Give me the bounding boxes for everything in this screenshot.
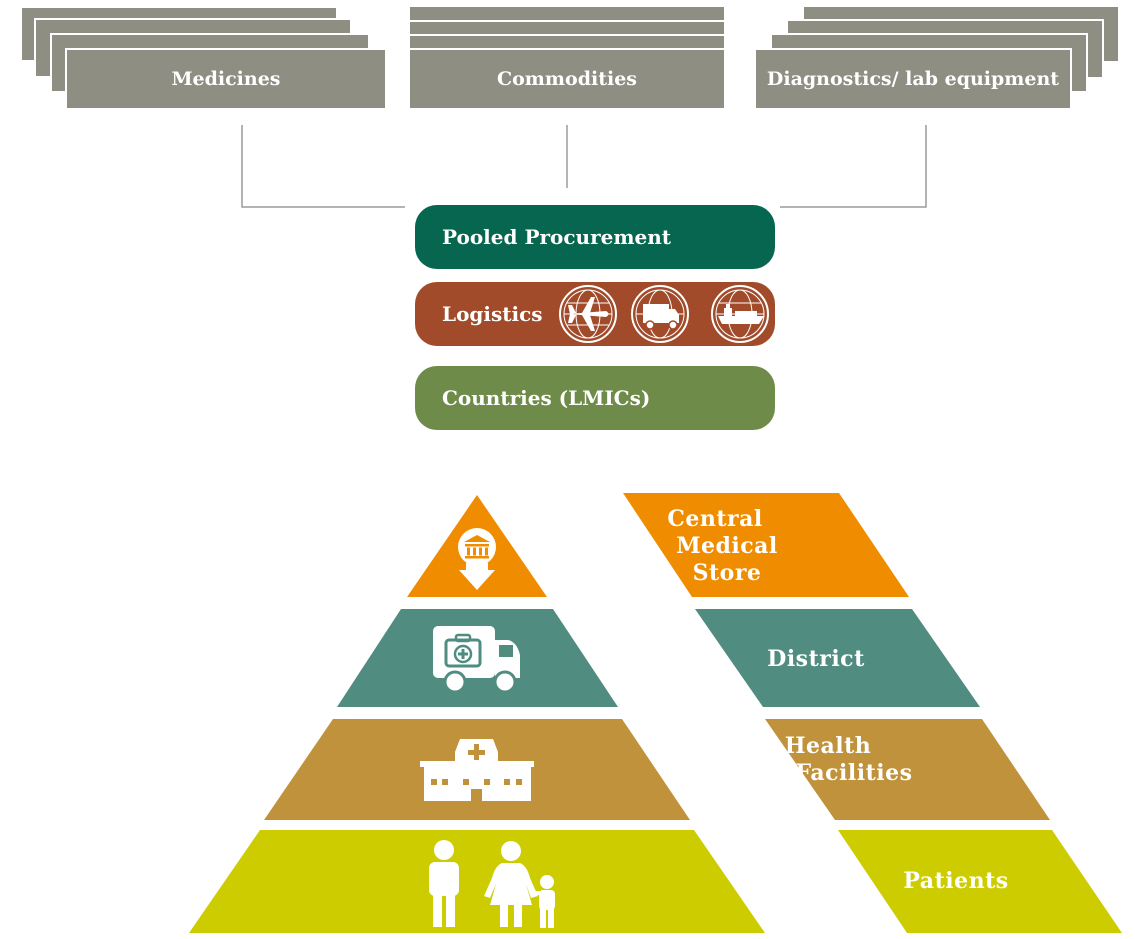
patients-label: Patients	[903, 868, 1009, 894]
pooled-procurement-box: Pooled Procurement	[415, 205, 775, 269]
patients-tier	[189, 830, 765, 933]
diagnostics-label: Diagnostics/ lab equipment	[766, 68, 1060, 90]
health-facilities-band	[765, 719, 1050, 820]
medicines-card: Medicines	[65, 48, 387, 110]
diagnostics-connector	[780, 125, 927, 208]
patients-band	[838, 830, 1122, 933]
diagnostics-card: Diagnostics/ lab equipment	[754, 48, 1072, 110]
logistics-box: Logistics	[415, 282, 775, 346]
central-store-label: Central Medical Store	[625, 506, 805, 587]
commodities-label: Commodities	[497, 68, 637, 90]
ship-icon	[711, 285, 769, 343]
ambulance-icon	[433, 626, 520, 694]
health-facilities-label-line-1: Health	[784, 733, 872, 759]
central-store-label-line-3: Store	[692, 560, 762, 586]
district-label: District	[767, 646, 865, 672]
countries-box: Countries (LMICs)	[415, 366, 775, 430]
medicines-connector	[241, 125, 405, 208]
logistics-label: Logistics	[442, 302, 543, 326]
central-store-band	[623, 493, 909, 597]
central-store-label-line-1: Central	[667, 506, 763, 532]
airplane-icon	[559, 285, 617, 343]
truck-icon	[631, 285, 689, 343]
hospital-icon	[420, 739, 534, 801]
district-band	[695, 609, 980, 707]
health-facilities-label: Health Facilities	[752, 733, 932, 787]
bank-download-icon	[458, 528, 496, 590]
connector-lines	[241, 125, 927, 208]
countries-label: Countries (LMICs)	[442, 386, 651, 410]
medicines-label: Medicines	[171, 68, 281, 90]
commodities-card: Commodities	[408, 48, 726, 110]
health-facilities-label-line-2: Facilities	[795, 760, 913, 786]
central-store-label-line-2: Medical	[676, 533, 778, 559]
pooled-procurement-label: Pooled Procurement	[442, 225, 672, 249]
family-icon	[429, 840, 555, 928]
